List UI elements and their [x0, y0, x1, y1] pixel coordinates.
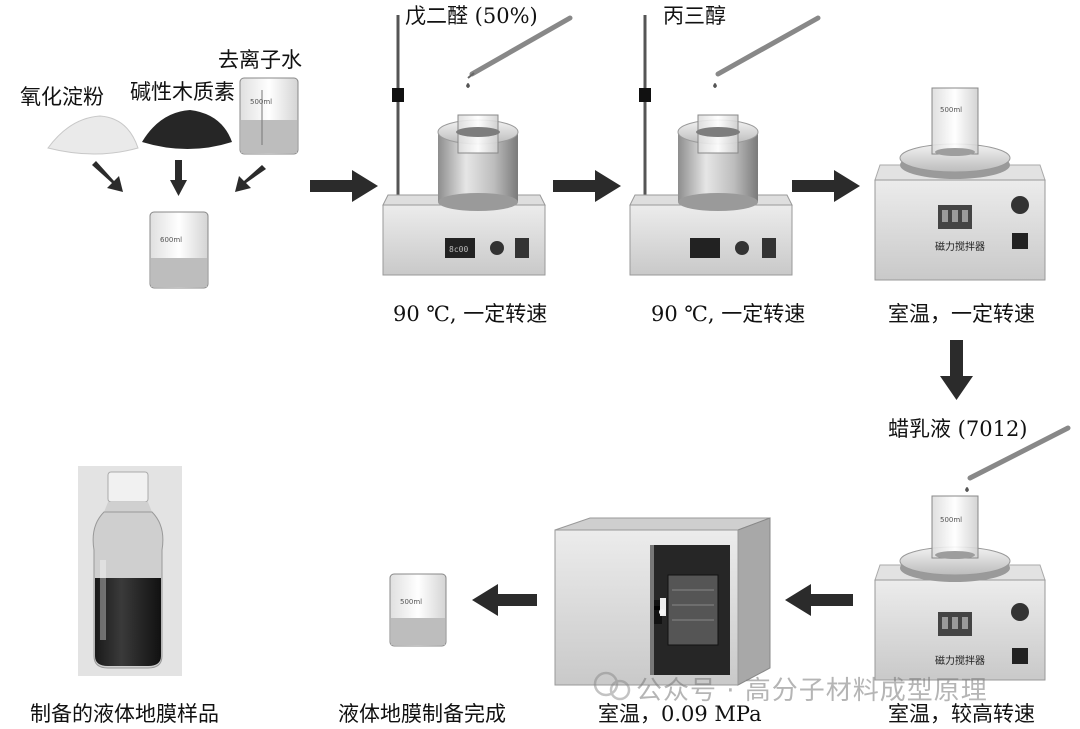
alkali-lignin-powder: [142, 110, 232, 149]
final-beaker: 500ml: [389, 573, 447, 647]
vacuum-oven: [554, 517, 771, 686]
label-wax-emulsion: 蜡乳液 (7012): [888, 417, 1028, 441]
flow-arrow-3: [792, 170, 860, 202]
temperature-display: 8c00: [449, 245, 468, 254]
label-condition-4: 室温，较高转速: [888, 702, 1035, 726]
flow-arrow-left-2: [472, 584, 537, 616]
pipette-3: [965, 425, 1071, 492]
flow-arrow-left-1: [785, 584, 853, 616]
pipette-1: [466, 15, 573, 88]
label-deionized-water: 去离子水: [218, 48, 302, 72]
label-glutaraldehyde: 戊二醛 (50%): [405, 4, 538, 28]
label-mulch-done: 液体地膜制备完成: [338, 702, 506, 726]
label-sample: 制备的液体地膜样品: [30, 702, 219, 726]
label-oxidized-starch: 氧化淀粉: [20, 85, 104, 109]
label-alkali-lignin: 碱性木质素: [130, 80, 235, 104]
mix-arrows: [92, 160, 266, 196]
stirrer-name-label: 磁力搅拌器: [935, 654, 985, 667]
pipette-2: [713, 15, 821, 88]
label-condition-3: 室温，一定转速: [888, 302, 1035, 326]
flow-arrow-2: [553, 170, 621, 202]
beaker-volume-label: 600ml: [160, 236, 182, 244]
label-condition-2: 90 ℃, 一定转速: [651, 302, 806, 326]
label-glycerol: 丙三醇: [663, 4, 726, 28]
label-condition-5: 室温，0.09 MPa: [598, 702, 762, 726]
watermark-text: 公众号 · 高分子材料成型原理: [636, 676, 988, 706]
beaker-volume-label: 500ml: [940, 516, 962, 524]
magnetic-stirrer-2: 500ml 磁力搅拌器: [874, 495, 1046, 681]
mixture-beaker: 600ml: [149, 211, 209, 289]
wechat-icon: [593, 671, 631, 701]
heating-stirrer-2: [629, 15, 793, 276]
flow-arrow-down: [940, 340, 973, 400]
magnetic-stirrer-1: 500ml 磁力搅拌器: [874, 87, 1046, 281]
beaker-volume-label: 500ml: [400, 598, 422, 606]
label-condition-1: 90 ℃, 一定转速: [393, 302, 548, 326]
beaker-volume-label: 500ml: [940, 106, 962, 114]
beaker-volume-label: 500ml: [250, 98, 272, 106]
heating-stirrer-1: 8c00: [382, 15, 546, 276]
deionized-water-beaker: 500ml: [239, 77, 299, 155]
flow-arrow-1: [310, 170, 378, 202]
stirrer-name-label: 磁力搅拌器: [935, 240, 985, 253]
oxidized-starch-powder: [47, 115, 139, 155]
sample-photo: [78, 466, 182, 676]
